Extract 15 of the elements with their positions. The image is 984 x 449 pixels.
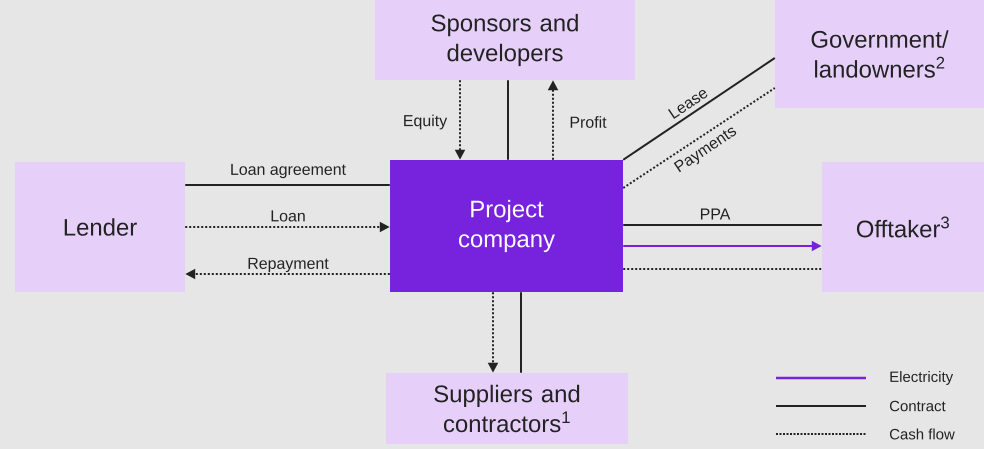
- party-box: Lender: [15, 162, 185, 292]
- legend-label: Contract: [890, 400, 946, 412]
- company-box: Project company: [390, 160, 623, 292]
- edge-label: Equity: [404, 114, 448, 130]
- party-box: Offtaker$^{3}$: [822, 162, 984, 292]
- party-box: Government/ landowners$^{2}$: [775, 0, 984, 108]
- party-box: Sponsors and developers: [375, 0, 635, 80]
- edge-label: Loan: [272, 210, 305, 222]
- edge-label: Loan agreement: [231, 164, 346, 178]
- edge-label: Profit: [570, 116, 606, 128]
- party-box: Suppliers and contractors$^{1}$: [386, 373, 628, 444]
- legend-label: Cash flow: [890, 428, 955, 440]
- edge-label: PPA: [700, 208, 730, 220]
- edge-label: Repayment: [248, 258, 329, 272]
- legend-label: Electricity: [890, 371, 954, 385]
